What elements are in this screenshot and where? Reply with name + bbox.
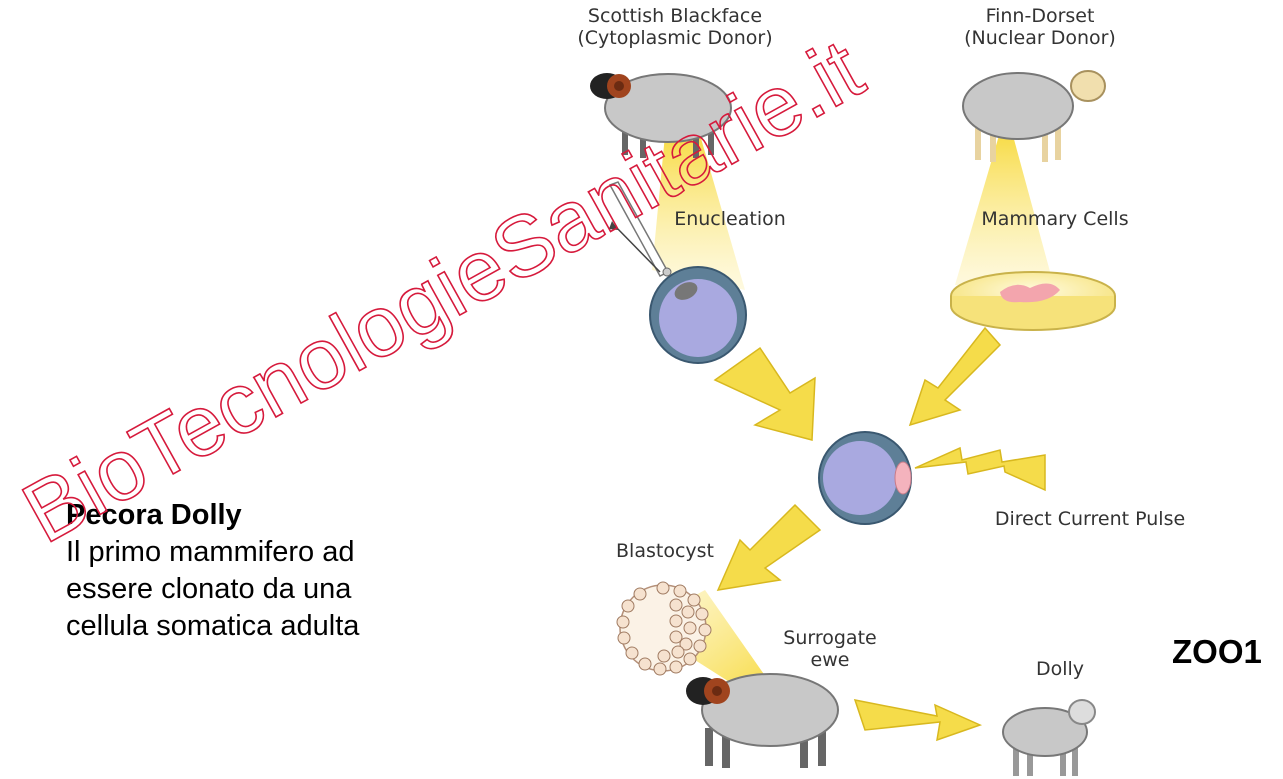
label-enucleation: Enucleation (674, 208, 786, 230)
label-surrogate-ewe: Surrogate ewe (755, 627, 905, 671)
label-scottish-blackface: Scottish Blackface (Cytoplasmic Donor) (560, 5, 790, 49)
label-dolly: Dolly (1035, 658, 1085, 680)
slide-code: ZOO1 (1172, 633, 1262, 670)
arrow-dish-to-fused (908, 326, 1002, 427)
caption-title: Pecora Dolly (66, 499, 242, 531)
nuclear-donor-role: (Nuclear Donor) (964, 27, 1116, 49)
egg-cell (649, 266, 747, 364)
label-mammary-cells: Mammary Cells (981, 208, 1129, 230)
petri-dish (950, 271, 1116, 331)
caption-line3: cellula somatica adulta (66, 610, 360, 642)
cytoplasmic-donor-role: (Cytoplasmic Donor) (577, 27, 773, 49)
caption-line2: essere clonato da una (66, 573, 352, 605)
scottish-blackface-sheep (590, 73, 732, 158)
surrogate-line2: ewe (810, 649, 850, 671)
dolly-lamb (1002, 699, 1096, 776)
arrow-fused-to-blastocyst (716, 503, 822, 591)
cone-finndorset-to-dish (955, 132, 1055, 290)
lightning-bolt (914, 446, 1046, 492)
finn-dorset-sheep (962, 70, 1106, 162)
surrogate-line1: Surrogate (783, 627, 877, 649)
cone-blackface-to-egg (652, 135, 745, 290)
fused-cell (818, 431, 912, 525)
caption: Pecora Dolly Il primo mammifero ad esser… (66, 497, 486, 645)
caption-line1: Il primo mammifero ad (66, 536, 355, 568)
cytoplasmic-donor-name: Scottish Blackface (587, 5, 763, 27)
surrogate-ewe (686, 673, 839, 768)
blastocyst (616, 581, 712, 676)
arrow-ewe-to-dolly (853, 699, 983, 742)
arrow-egg-to-fused (713, 346, 816, 441)
nuclear-donor-name: Finn-Dorset (985, 5, 1095, 27)
label-direct-current-pulse: Direct Current Pulse (994, 508, 1186, 530)
label-blastocyst: Blastocyst (616, 540, 714, 562)
label-finn-dorset: Finn-Dorset (Nuclear Donor) (940, 5, 1140, 49)
